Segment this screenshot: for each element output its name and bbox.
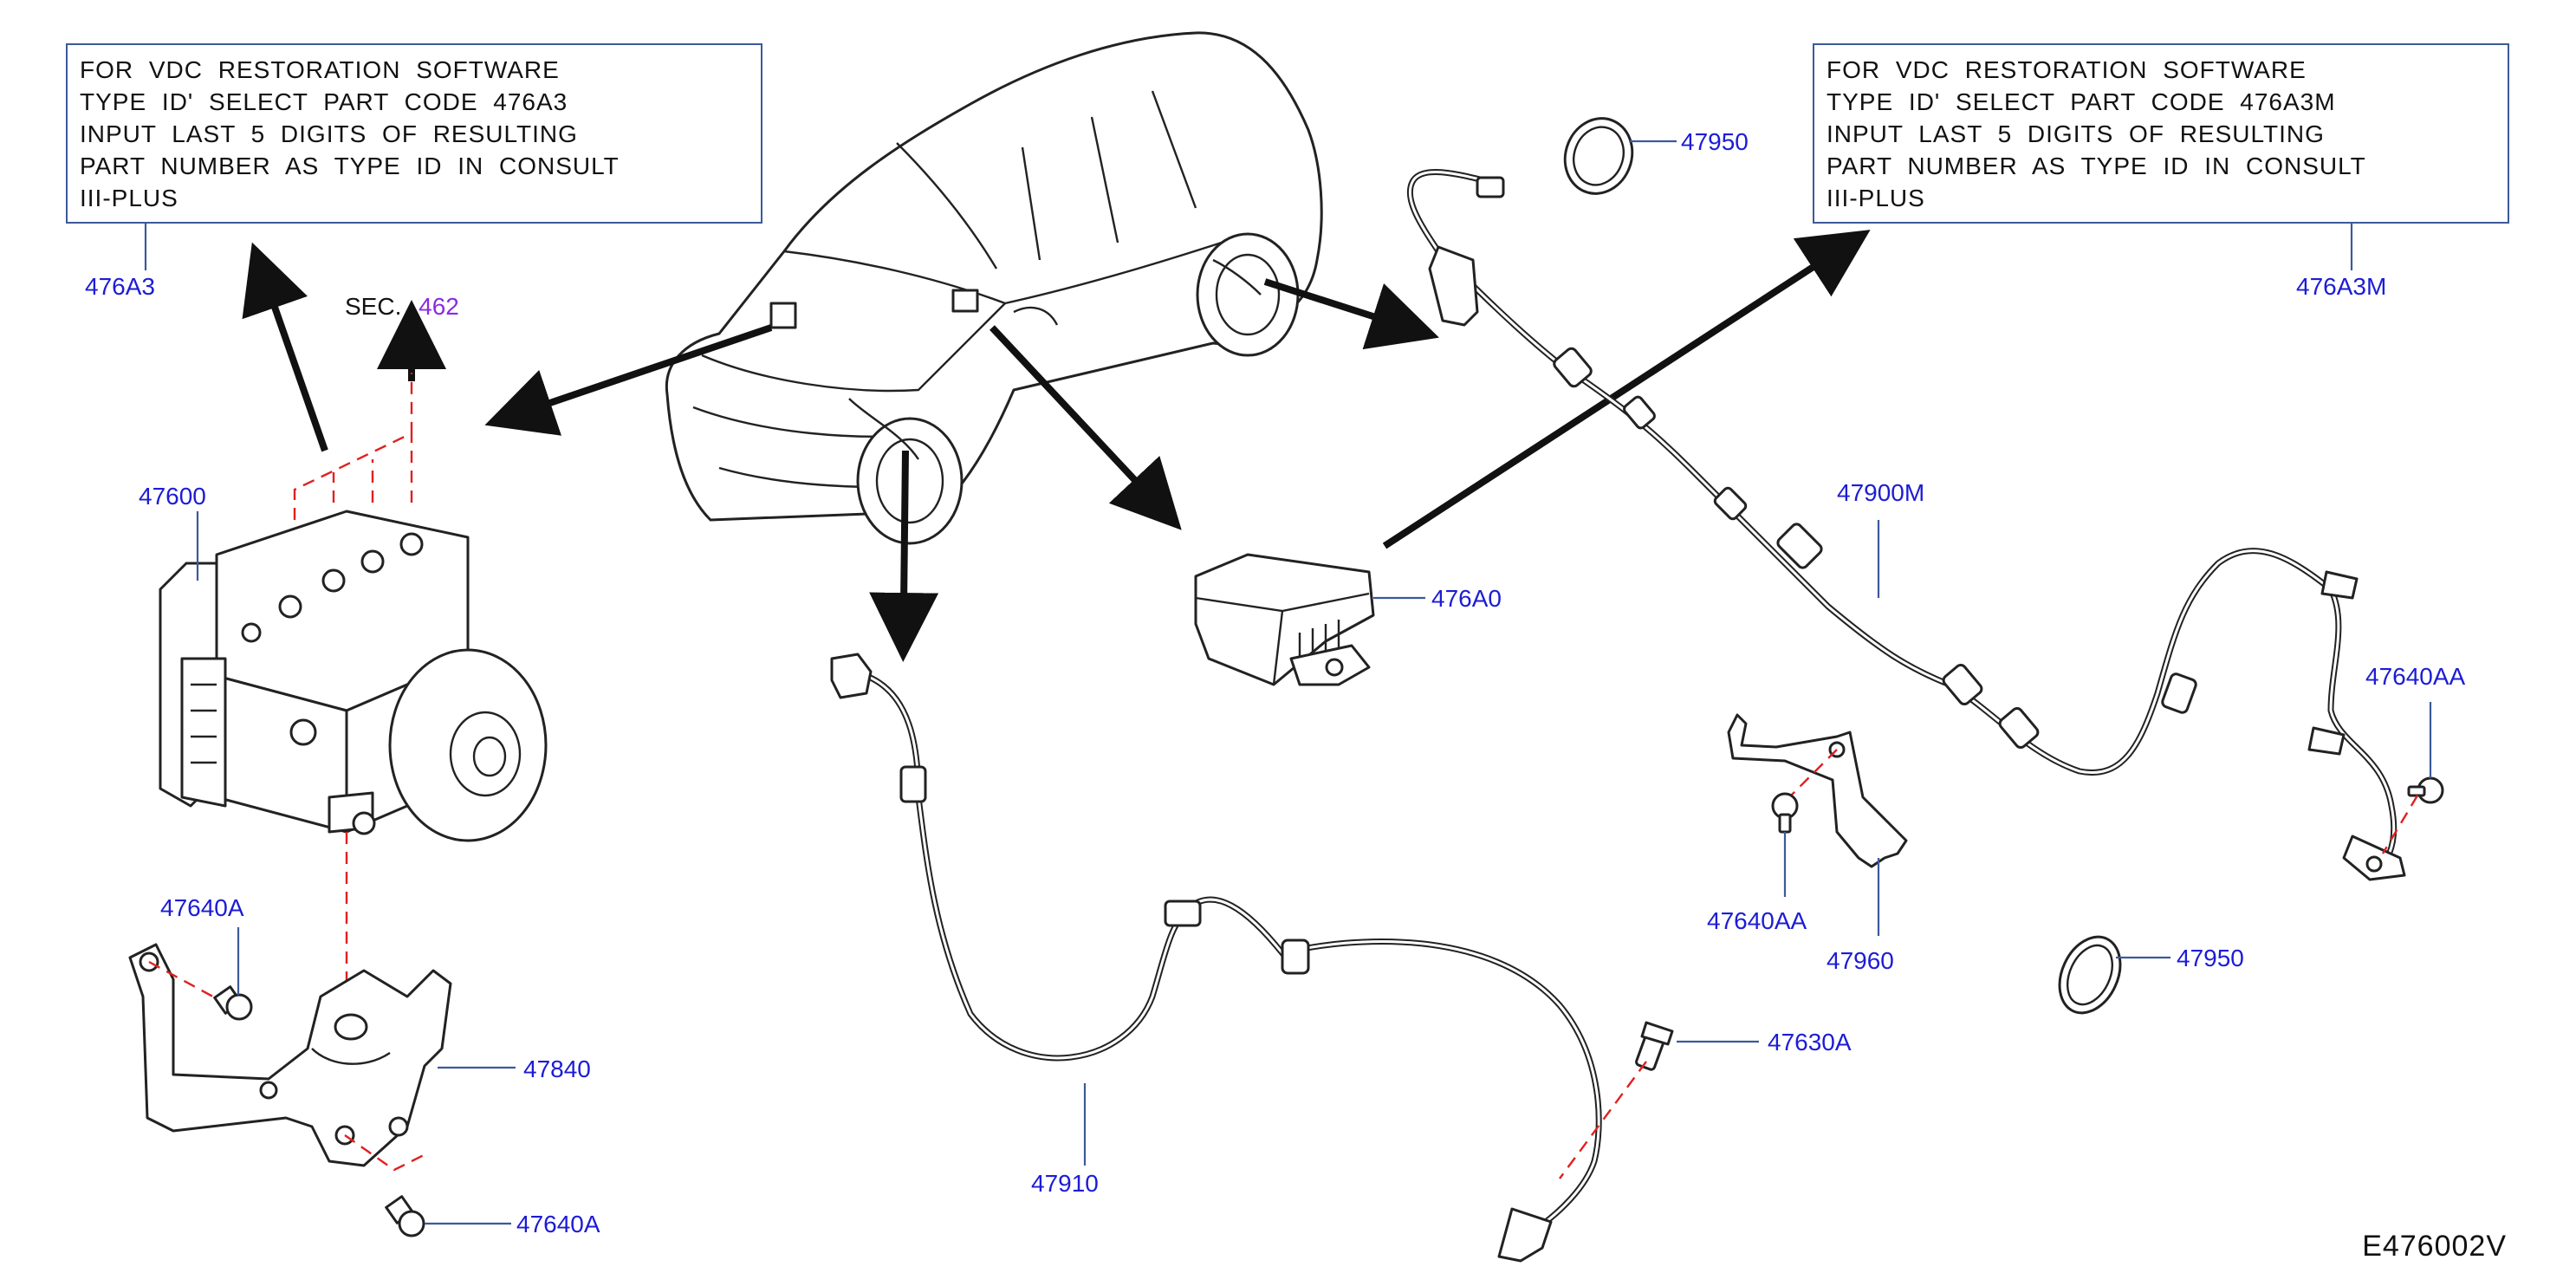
note-line: INPUT LAST 5 DIGITS OF RESULTING	[80, 120, 578, 147]
diagram-code: E476002V	[2362, 1230, 2507, 1263]
bolt	[1771, 792, 1799, 834]
front-wheel-sensor	[830, 653, 1602, 1263]
pump-motor	[388, 648, 548, 842]
note-line: PART NUMBER AS TYPE ID IN CONSULT	[80, 153, 620, 179]
arrow	[990, 325, 1182, 530]
note-line: FOR VDC RESTORATION SOFTWARE	[1827, 56, 2307, 83]
yaw-rate-sensor	[1194, 553, 1375, 686]
rear-wheel-sensor	[1406, 169, 2406, 881]
bolt	[385, 1195, 425, 1237]
part-label-47640AA: 47640AA	[2365, 663, 2466, 690]
part-label-476A3M: 476A3M	[2296, 273, 2386, 300]
note-line: III-PLUS	[80, 185, 178, 211]
arrow	[869, 450, 939, 662]
part-label-47840: 47840	[523, 1055, 591, 1082]
note-line: INPUT LAST 5 DIGITS OF RESULTING	[1827, 120, 2325, 147]
note-line: PART NUMBER AS TYPE ID IN CONSULT	[1827, 153, 2366, 179]
note-line: TYPE ID' SELECT PART CODE 476A3M	[1827, 88, 2336, 115]
bolt	[2407, 776, 2444, 804]
note-box-right: FOR VDC RESTORATION SOFTWARE TYPE ID' SE…	[1813, 43, 2509, 224]
part-label-47640AA: 47640AA	[1707, 907, 1807, 934]
part-label-47600: 47600	[139, 483, 206, 510]
part-label-47630A: 47630A	[1768, 1029, 1852, 1055]
note-line: TYPE ID' SELECT PART CODE 476A3	[80, 88, 568, 115]
part-label-476A0: 476A0	[1431, 585, 1502, 612]
part-label-47910: 47910	[1031, 1170, 1099, 1197]
part-label-47950: 47950	[2177, 945, 2244, 971]
arrow	[242, 242, 328, 452]
abs-actuator	[159, 373, 548, 842]
note-box-left: FOR VDC RESTORATION SOFTWARE TYPE ID' SE…	[66, 43, 762, 224]
actuator-bracket	[128, 943, 452, 1167]
arrow	[1263, 278, 1439, 350]
rear-wheel	[1196, 232, 1300, 357]
part-label-47640A: 47640A	[516, 1211, 600, 1237]
part-label-47960: 47960	[1827, 947, 1894, 974]
module-location-marker	[951, 289, 979, 313]
part-label-476A3: 476A3	[85, 273, 155, 300]
vehicle-illustration	[665, 31, 1323, 545]
sensor-bolt	[1635, 1021, 1674, 1071]
arrow	[484, 324, 773, 436]
note-line: III-PLUS	[1827, 185, 1925, 211]
sensor-ring	[1563, 117, 1634, 195]
section-reference: SEC. 462	[345, 293, 459, 320]
arrow	[1382, 230, 1871, 549]
part-label-47950: 47950	[1681, 128, 1749, 155]
sensor-ring	[2058, 935, 2122, 1015]
part-label-47640A: 47640A	[160, 894, 244, 921]
section-prefix: SEC.	[345, 293, 401, 320]
section-number: 462	[419, 293, 459, 320]
front-wheel	[856, 417, 964, 545]
note-line: FOR VDC RESTORATION SOFTWARE	[80, 56, 560, 83]
bolt	[213, 985, 253, 1021]
part-label-47900M: 47900M	[1837, 479, 1924, 506]
module-location-marker	[769, 302, 797, 329]
rear-bracket	[1727, 713, 1908, 868]
